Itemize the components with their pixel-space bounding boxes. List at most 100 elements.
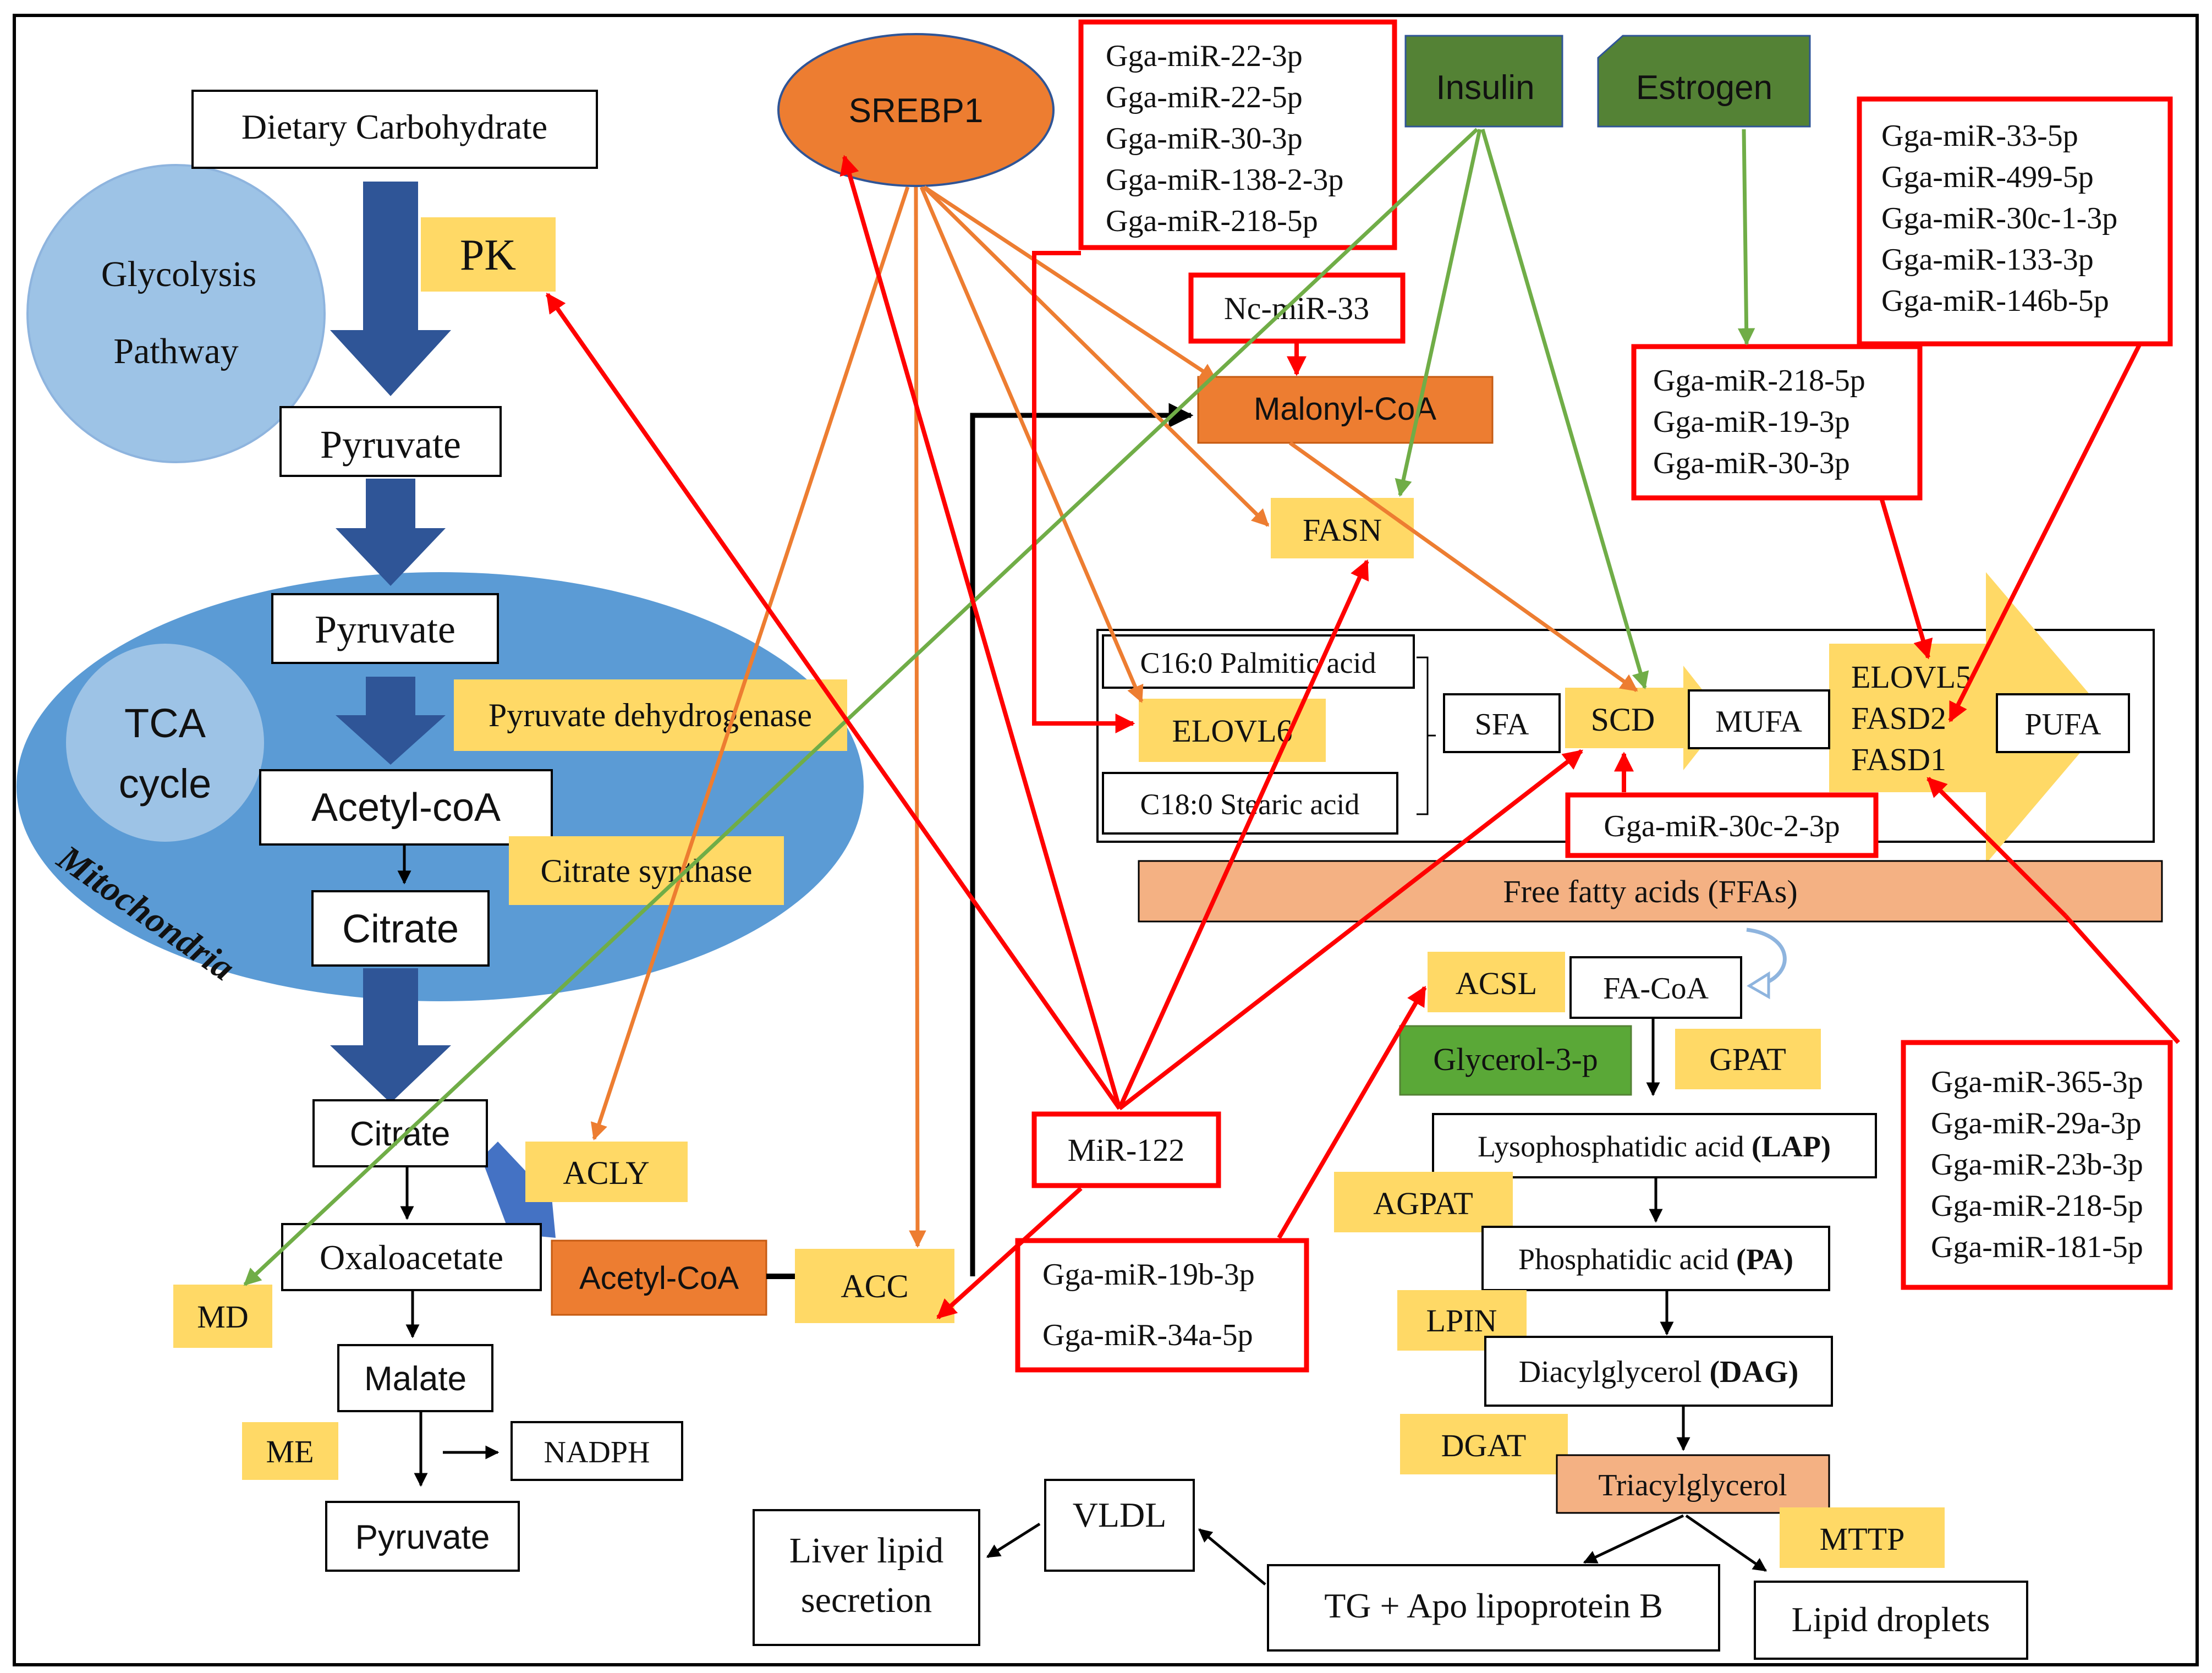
lap-text: Lysophosphatidic acid (LAP) — [1478, 1130, 1831, 1163]
ffa-label: Free fatty acids (FFAs) — [1503, 874, 1797, 909]
pa-box — [1481, 1226, 1830, 1291]
mirna-list-top: Gga-miR-22-3p Gga-miR-22-5p Gga-miR-30-3… — [1106, 39, 1343, 238]
sfa-box — [1443, 693, 1561, 753]
malate-label: Malate — [364, 1360, 466, 1398]
nadph-label: NADPH — [544, 1435, 650, 1469]
pyruvate-label-1: Pyruvate — [320, 423, 461, 467]
glycolysis-label-2: Pathway — [113, 331, 238, 371]
estrogen-label: Estrogen — [1636, 69, 1772, 107]
pyruvate-label-3: Pyruvate — [355, 1518, 490, 1556]
vldl-label: VLDL — [1073, 1495, 1167, 1534]
fasd1-label: FASD1 — [1851, 742, 1946, 777]
arrow-tag-tgapo — [1583, 1514, 1684, 1564]
citrate-synthase-box — [509, 836, 784, 905]
mirna-rb-4: Gga-miR-218-5p — [1931, 1189, 2143, 1223]
mirna-top-3: Gga-miR-30-3p — [1106, 122, 1303, 156]
pyruvate-box-2 — [271, 593, 499, 664]
srebp1-arrows — [590, 185, 1638, 1248]
sfa-label: SFA — [1475, 707, 1529, 742]
arrow-tgapo-vldl — [1198, 1528, 1266, 1586]
oxaloacetate-box — [281, 1223, 542, 1291]
dag-box — [1484, 1336, 1833, 1407]
triacylglycerol-label: Triacylglycerol — [1598, 1468, 1787, 1502]
dietary-carbohydrate-label: Dietary Carbohydrate — [241, 107, 547, 146]
oxaloacetate-label: Oxaloacetate — [320, 1238, 503, 1277]
arrow-tag-lipid — [1685, 1514, 1768, 1572]
pufa-label: PUFA — [2024, 707, 2101, 742]
mirna-box-estrogen — [1631, 344, 1923, 501]
insulin-node — [1404, 35, 1563, 128]
mirna-rt-4: Gga-miR-133-3p — [1881, 243, 2094, 277]
mirna-box-right-bottom — [1901, 1040, 2173, 1290]
mirna-top-5: Gga-miR-218-5p — [1106, 204, 1318, 238]
me-label: ME — [266, 1434, 314, 1469]
tg-apo-label: TG + Apo lipoprotein B — [1324, 1586, 1663, 1625]
mttp-label: MTTP — [1820, 1521, 1905, 1557]
mirna-list-right-bottom: Gga-miR-365-3p Gga-miR-29a-3p Gga-miR-23… — [1931, 1065, 2143, 1264]
mirna-list-estrogen: Gga-miR-218-5p Gga-miR-19-3p Gga-miR-30-… — [1653, 364, 1865, 480]
dietary-carbohydrate-box — [191, 90, 598, 169]
blue-arrow-4 — [330, 968, 451, 1103]
acetyl-coa-label: Acetyl-CoA — [579, 1260, 739, 1296]
blue-arrow-1 — [330, 182, 451, 396]
citrate-label-2: Citrate — [350, 1115, 451, 1153]
mirna-rt-5: Gga-miR-146b-5p — [1881, 284, 2109, 318]
pa-abbr: (PA) — [1736, 1243, 1793, 1276]
glycolysis-label-1: Glycolysis — [101, 254, 256, 294]
pufa-box — [1996, 693, 2130, 753]
citrate-box-2 — [312, 1099, 488, 1167]
tca-label-1: TCA — [124, 700, 206, 746]
blue-arrow-2 — [336, 479, 446, 586]
nadph-box — [511, 1421, 683, 1481]
lpin-label: LPIN — [1426, 1303, 1497, 1339]
mir-30c-2-box — [1565, 792, 1879, 858]
acsl-label: ACSL — [1456, 966, 1537, 1001]
lap-name: Lysophosphatidic acid — [1478, 1130, 1752, 1163]
ffa-curved-arrow — [1746, 928, 1787, 987]
elovl5-label: ELOVL5 — [1851, 659, 1972, 695]
pa-text: Phosphatidic acid (PA) — [1518, 1243, 1793, 1276]
c16-box — [1102, 634, 1415, 689]
fasn-box — [1271, 498, 1414, 558]
mirna-es-2: Gga-miR-19-3p — [1653, 405, 1850, 439]
fa-coa-label: FA-CoA — [1603, 972, 1709, 1006]
pufa-big-arrow — [1829, 572, 2110, 864]
pk-label: PK — [460, 231, 516, 279]
md-label: MD — [197, 1299, 248, 1335]
mufa-label: MUFA — [1715, 705, 1802, 739]
pyruvate-dehydrogenase-box — [454, 679, 847, 751]
pk-box — [421, 217, 556, 292]
acc-label: ACC — [841, 1268, 908, 1304]
elovl6-box — [1139, 699, 1326, 762]
mirna-top-2: Gga-miR-22-5p — [1106, 80, 1303, 114]
blue-arrow-3 — [336, 677, 446, 765]
acsl-box — [1428, 952, 1565, 1012]
acc-box — [795, 1249, 954, 1323]
fatty-acid-bracket — [1417, 656, 1436, 815]
fasd2-label: FASD2 — [1851, 700, 1946, 736]
scd-label: SCD — [1591, 701, 1655, 738]
fasn-label: FASN — [1303, 512, 1382, 548]
mirna-rb-3: Gga-miR-23b-3p — [1931, 1148, 2143, 1182]
ffa-bar — [1138, 860, 2163, 923]
lap-box — [1432, 1113, 1877, 1178]
mirna-inhibition-arrows — [545, 155, 2180, 1319]
pa-name: Phosphatidic acid — [1518, 1243, 1736, 1276]
acly-label: ACLY — [563, 1155, 649, 1191]
mir-122-box — [1031, 1111, 1221, 1188]
glycerol-3p-label: Glycerol-3-p — [1433, 1041, 1598, 1077]
tca-label-2: cycle — [119, 761, 212, 807]
glycerol-3p-box — [1399, 1025, 1632, 1096]
srebp1-label: SREBP1 — [849, 92, 984, 130]
mufa-box — [1688, 689, 1830, 749]
elovl6-label: ELOVL6 — [1172, 713, 1292, 749]
mirna-list-right-top: Gga-miR-33-5p Gga-miR-499-5p Gga-miR-30c… — [1881, 119, 2117, 318]
tca-circle — [66, 644, 264, 842]
fa-coa-box — [1569, 956, 1742, 1019]
acetyl-coa-mito-box — [259, 769, 553, 846]
citrate-label-1: Citrate — [342, 907, 459, 951]
acly-box — [525, 1142, 688, 1202]
ffa-curved-arrow-head — [1747, 971, 1770, 1000]
mirna-top-1: Gga-miR-22-3p — [1106, 39, 1303, 73]
dag-text: Diacylglycerol (DAG) — [1519, 1355, 1799, 1389]
